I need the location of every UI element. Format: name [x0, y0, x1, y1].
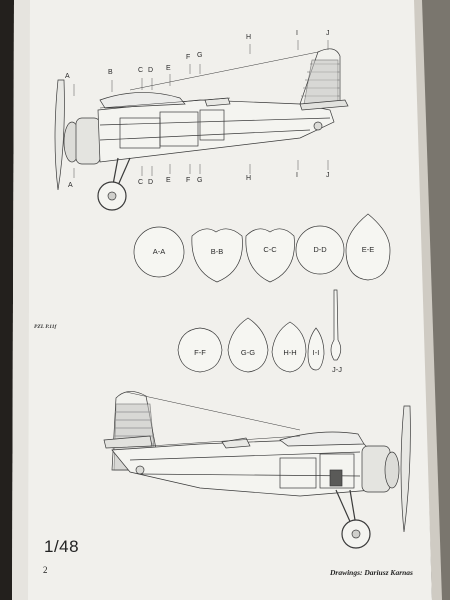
- section-label-f-bottom: F: [186, 177, 191, 184]
- section-label-e: E: [166, 65, 171, 72]
- model-designation: PZL P.11f: [34, 324, 57, 330]
- section-name-g-g: G-G: [240, 348, 256, 357]
- section-name-a-a: A-A: [152, 247, 166, 256]
- section-label-e-bottom: E: [166, 177, 171, 184]
- paper-page: [12, 0, 432, 600]
- section-label-h: H: [246, 34, 252, 41]
- top-aircraft-side-view: [54, 40, 349, 211]
- section-label-f: F: [186, 54, 191, 61]
- section-name-f-f: F-F: [194, 348, 206, 357]
- section-label-b: B: [108, 69, 113, 76]
- cross-sections-row-2: [177, 289, 342, 373]
- section-label-g: G: [197, 52, 203, 59]
- section-label-c: C: [138, 67, 144, 74]
- section-label-a-top: A: [65, 73, 70, 80]
- page-number: 2: [43, 565, 48, 575]
- section-label-j-bottom: J: [326, 172, 330, 179]
- section-label-j: J: [326, 30, 330, 37]
- section-name-i-i: I-I: [312, 348, 320, 357]
- section-name-c-c: C-C: [263, 245, 277, 254]
- section-name-j-j: J-J: [332, 365, 342, 374]
- bottom-aircraft-side-view: [103, 391, 411, 549]
- cross-sections-row-1: [133, 213, 391, 283]
- section-label-d: D: [148, 67, 154, 74]
- section-name-d-d: D-D: [313, 245, 327, 254]
- section-label-c-bottom: C: [138, 179, 144, 186]
- scale-label: 1/48: [44, 537, 80, 556]
- section-label-h-bottom: H: [246, 175, 252, 182]
- section-label-a-bottom: A: [68, 182, 73, 189]
- section-label-d-bottom: D: [148, 179, 154, 186]
- section-label-g-bottom: G: [197, 177, 203, 184]
- section-label-i-bottom: I: [296, 172, 298, 179]
- section-name-b-b: B-B: [210, 247, 224, 256]
- section-label-i: I: [296, 30, 298, 37]
- section-name-e-e: E-E: [361, 245, 375, 254]
- section-name-h-h: H-H: [283, 348, 297, 357]
- drawing-credit: Drawings: Dariusz Karnas: [330, 568, 413, 577]
